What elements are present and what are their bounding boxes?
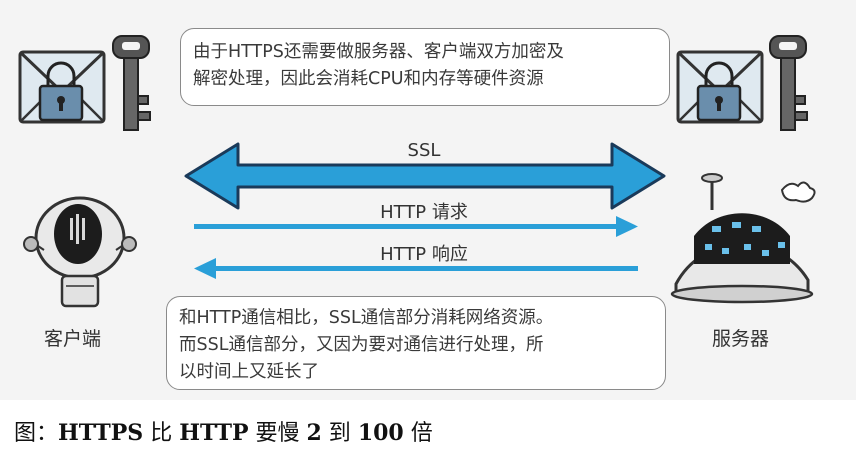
key-icon bbox=[112, 35, 151, 131]
note-network: 和HTTP通信相比，SSL通信部分消耗网络资源。 而SSL通信部分，又因为要对通… bbox=[166, 296, 666, 390]
note-line: 和HTTP通信相比，SSL通信部分消耗网络资源。 bbox=[179, 308, 554, 328]
caption-number: 100 bbox=[357, 420, 404, 446]
diagram-art bbox=[18, 35, 816, 308]
caption-http: HTTP bbox=[179, 420, 249, 446]
request-label: HTTP 请求 bbox=[380, 202, 468, 223]
robot-client-icon bbox=[23, 196, 137, 308]
note-line: 解密处理，因此会消耗CPU和内存等硬件资源 bbox=[193, 69, 544, 89]
request-arrow bbox=[194, 216, 638, 237]
envelope-lock-icon bbox=[676, 50, 764, 124]
note-line: 以时间上又延长了 bbox=[179, 362, 319, 382]
ssl-arrow bbox=[184, 142, 666, 210]
envelope-lock-icon bbox=[18, 50, 106, 124]
caption-text: 要慢 bbox=[248, 421, 307, 446]
note-cpu-memory: 由于HTTPS还需要做服务器、客户端双方加密及 解密处理，因此会消耗CPU和内存… bbox=[180, 28, 670, 106]
ssl-label: SSL bbox=[407, 140, 441, 161]
caption-https: HTTPS bbox=[58, 420, 144, 446]
caption-text: 倍 bbox=[403, 421, 433, 446]
caption-text: 到 bbox=[321, 421, 358, 446]
key-icon bbox=[769, 35, 808, 131]
caption-text: 比 bbox=[143, 421, 180, 446]
server-label: 服务器 bbox=[712, 328, 770, 350]
response-label: HTTP 响应 bbox=[380, 244, 468, 265]
note-line: 由于HTTPS还需要做服务器、客户端双方加密及 bbox=[193, 42, 564, 62]
client-label: 客户端 bbox=[44, 328, 102, 350]
caption-number: 2 bbox=[306, 420, 322, 446]
caption-prefix: 图： bbox=[14, 421, 59, 446]
response-arrow bbox=[194, 258, 638, 279]
robot-server-icon bbox=[670, 173, 816, 304]
figure-caption: 图：HTTPS 比 HTTP 要慢 2 到 100 倍 bbox=[14, 415, 433, 447]
note-line: 而SSL通信部分，又因为要对通信进行处理，所 bbox=[179, 335, 544, 355]
